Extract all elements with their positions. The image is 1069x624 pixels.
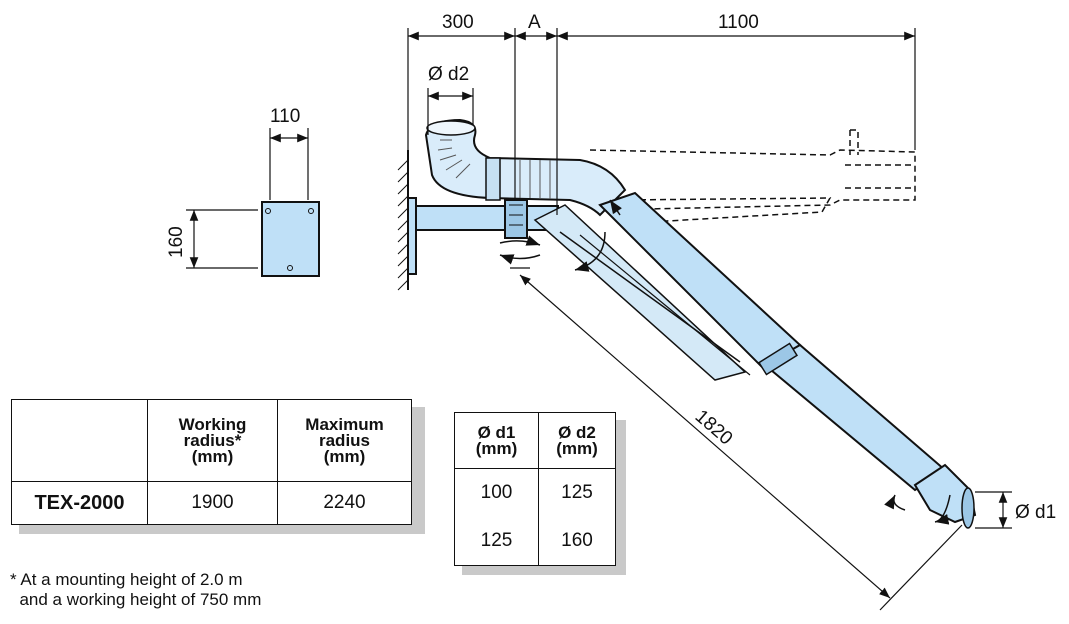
hood	[913, 463, 977, 529]
dim-1820-label: 1820	[691, 406, 737, 450]
spec-row-model: TEX-2000	[11, 481, 148, 525]
spec-table: Working radius* (mm) Maximum radius (mm)…	[11, 399, 412, 525]
footnote-line-1: * At a mounting height of 2.0 m	[10, 570, 243, 589]
wall	[397, 150, 409, 291]
dim-d2-label: Ø d2	[428, 64, 469, 85]
rotation-arrows	[499, 199, 951, 525]
mounting-plate	[261, 201, 320, 277]
diam-row2-d2: 160	[538, 517, 616, 566]
plate-dimensions	[186, 128, 309, 269]
dim-300-label: 300	[442, 12, 474, 33]
diam-row2-d1: 125	[454, 517, 539, 566]
spec-row-working: 1900	[147, 481, 278, 525]
dim-110-label: 110	[270, 106, 300, 127]
spec-header-working: Working radius* (mm)	[147, 399, 278, 482]
wall-bracket	[407, 197, 559, 275]
dim-a-label: A	[528, 12, 541, 33]
diam-header-d1: Ø d1 (mm)	[454, 412, 539, 469]
dim-1100-label: 1100	[718, 12, 759, 33]
footnote: * At a mounting height of 2.0 m and a wo…	[10, 570, 261, 610]
dim-160-label: 160	[166, 226, 187, 258]
diam-header-d2: Ø d2 (mm)	[538, 412, 616, 469]
d2-dimension	[427, 88, 474, 135]
top-dimensions	[407, 28, 916, 215]
spec-header-empty	[11, 399, 148, 482]
spec-row-maximum: 2240	[277, 481, 412, 525]
diam-row1-d1: 100	[454, 468, 539, 517]
spec-header-maximum: Maximum radius (mm)	[277, 399, 412, 482]
diam-row1-d2: 125	[538, 468, 616, 517]
diameter-table: Ø d1 (mm) Ø d2 (mm) 100 125 125 160	[454, 412, 616, 566]
alternate-position-outline	[589, 129, 916, 223]
reach-dimension	[510, 267, 963, 611]
d1-dimension	[975, 491, 1012, 529]
dim-d1-label: Ø d1	[1015, 502, 1056, 523]
footnote-line-2: and a working height of 750 mm	[10, 590, 262, 609]
hose-upper	[424, 118, 627, 217]
